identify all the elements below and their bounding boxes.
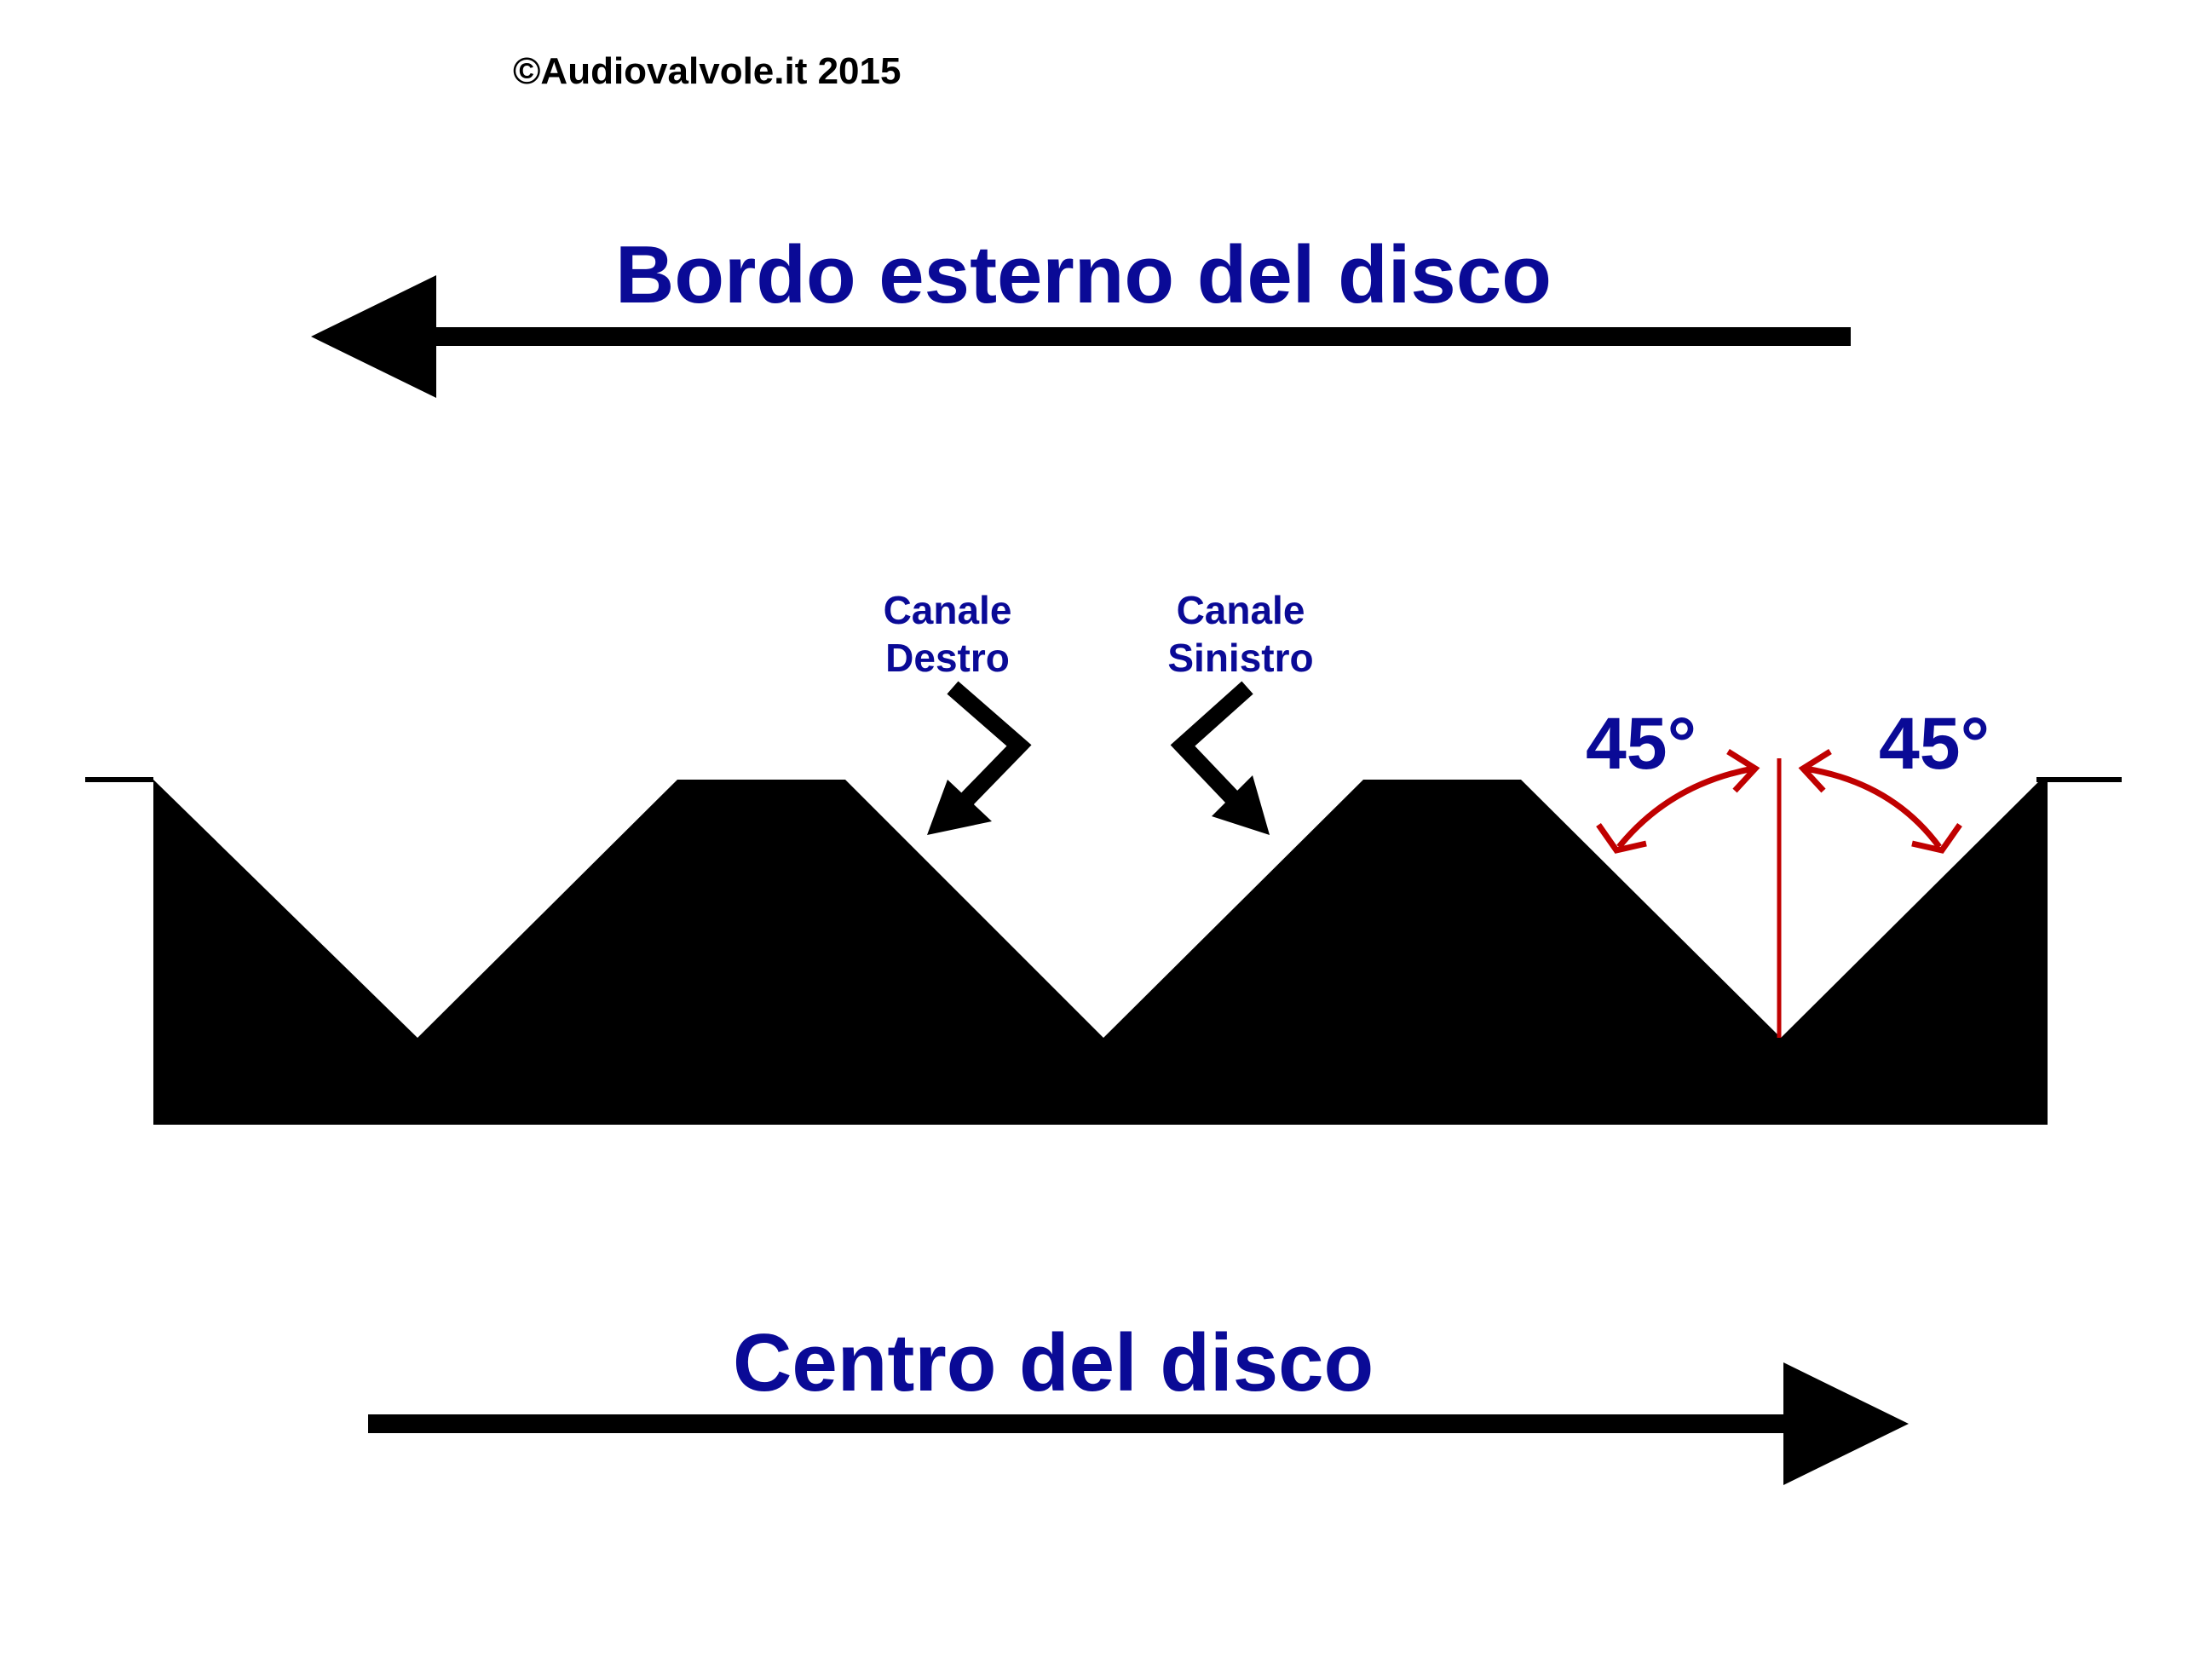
left-channel-label-line1: Canale	[1177, 588, 1305, 632]
left-channel-arrow-icon	[1170, 681, 1270, 835]
angle-right-label: 45°	[1879, 703, 1990, 785]
right-angle-arc-icon	[1798, 749, 1962, 854]
left-angle-arc-icon	[1596, 749, 1760, 854]
right-channel-label-line2: Destro	[885, 636, 1010, 680]
center-label: Centro del disco	[733, 1317, 1374, 1408]
right-channel-label-line1: Canale	[884, 588, 1012, 632]
angle-left-label: 45°	[1586, 703, 1696, 785]
groove-profile	[85, 777, 2122, 1125]
right-channel-arrow-icon	[927, 681, 1032, 835]
left-arrow-icon	[311, 275, 1851, 398]
copyright-text: ©Audiovalvole.it 2015	[513, 50, 901, 92]
right-arrow-icon	[368, 1362, 1909, 1485]
outer-edge-label: Bordo esterno del disco	[615, 229, 1552, 320]
left-channel-label-line2: Sinistro	[1167, 636, 1313, 680]
